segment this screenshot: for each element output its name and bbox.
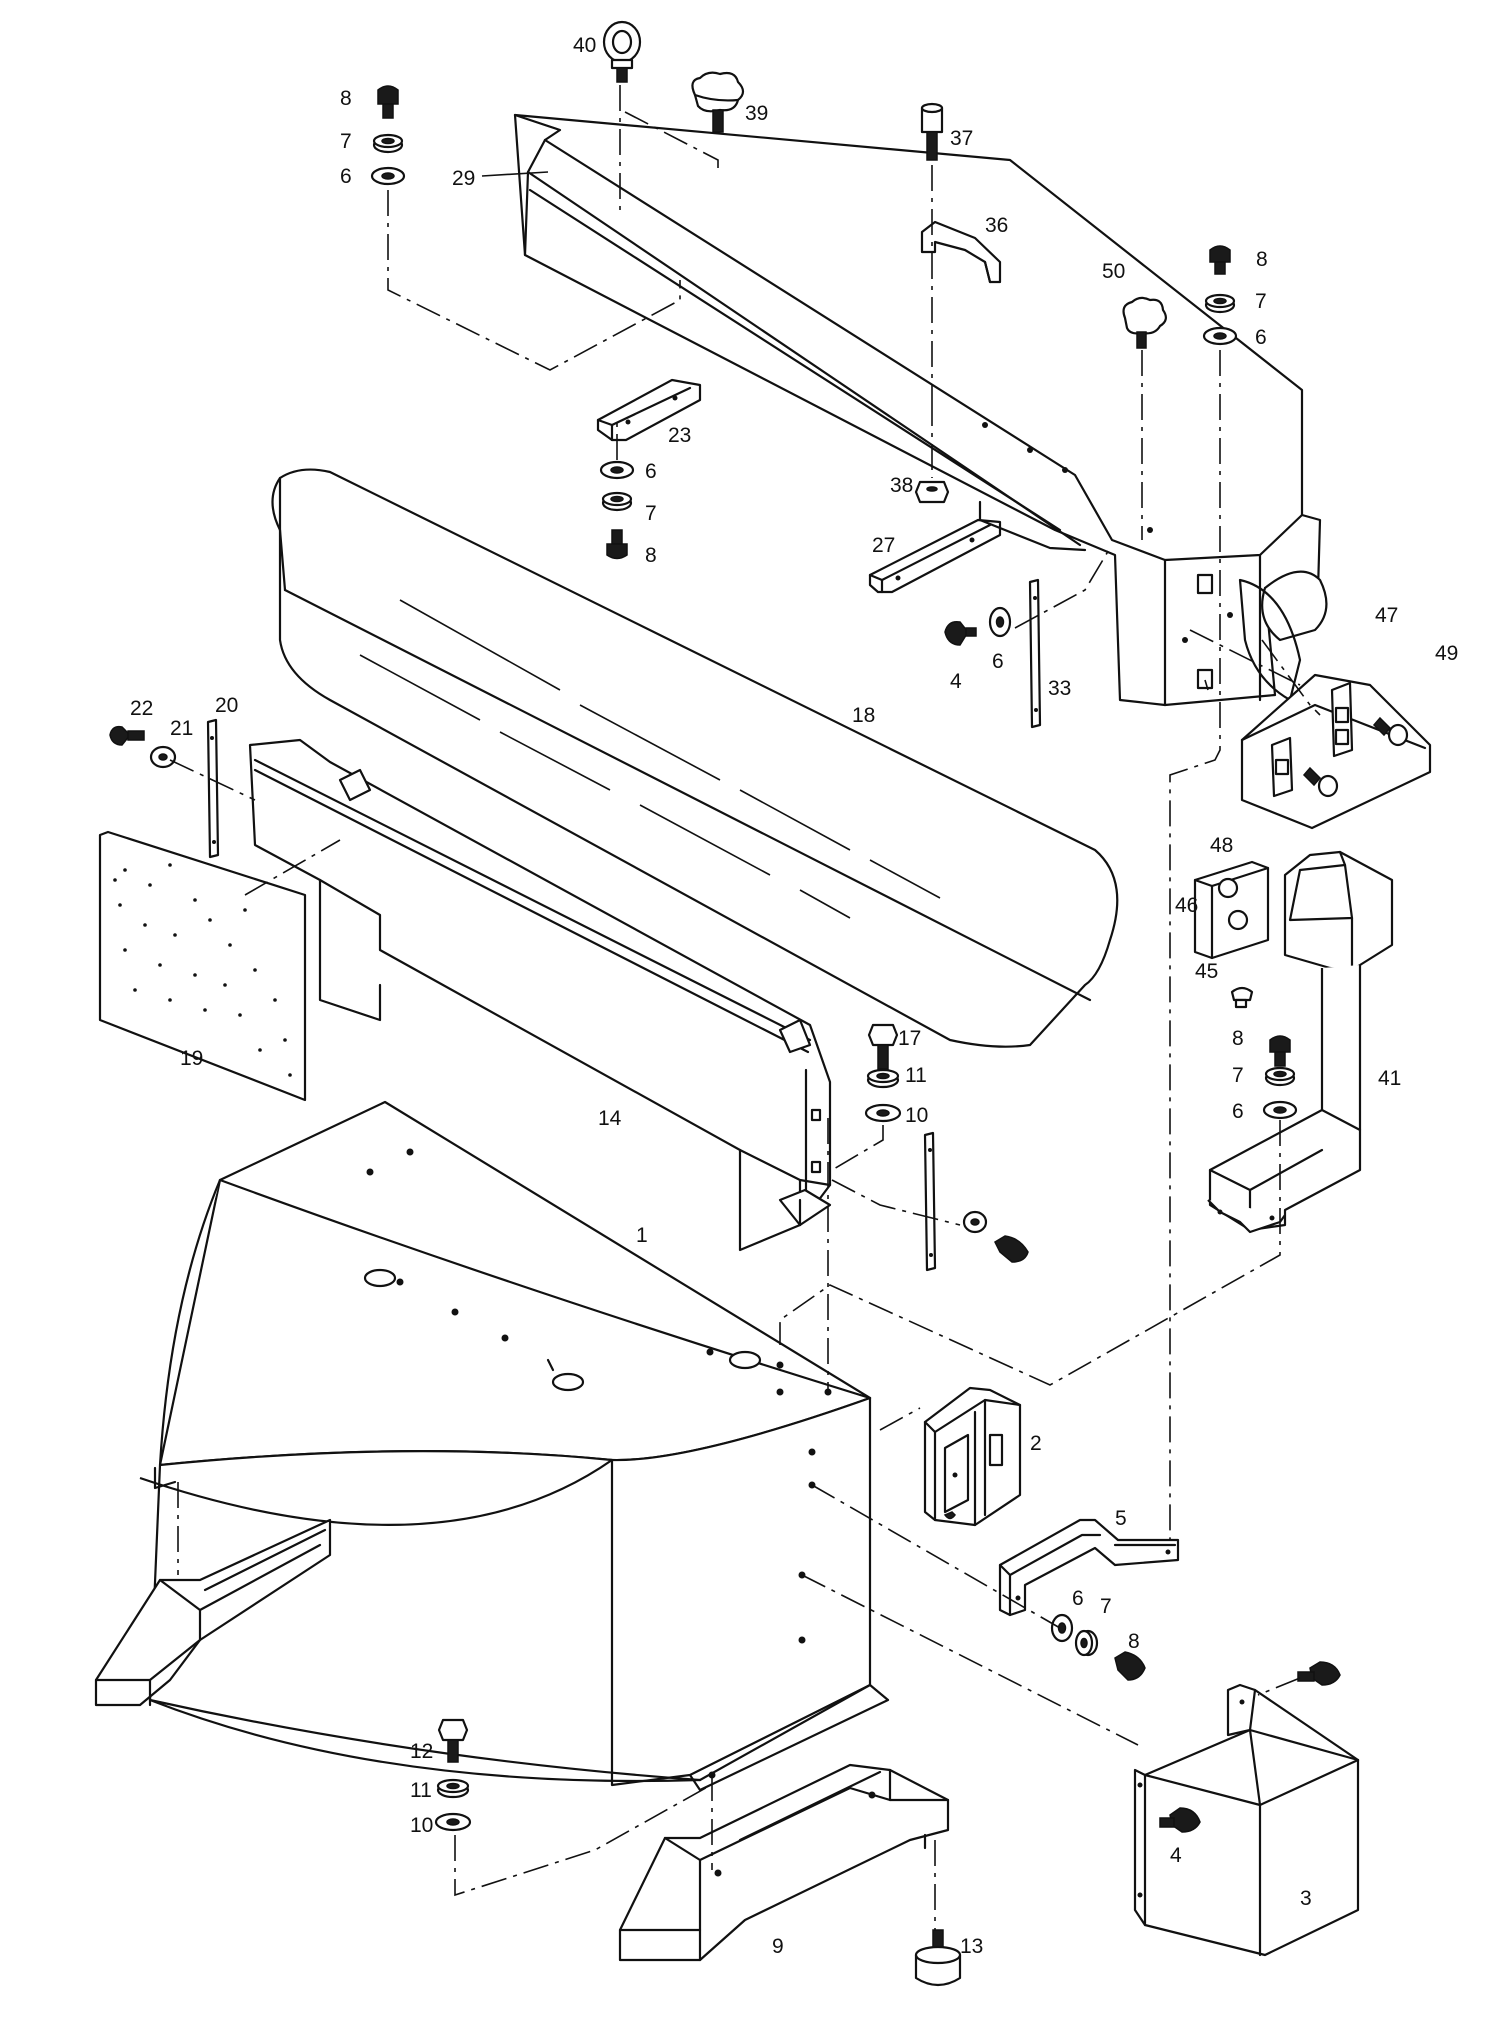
part-label: 8 [1128,1630,1140,1653]
part-label: 11 [410,1779,432,1802]
part-label: 21 [170,717,193,740]
part-label: 12 [410,1740,433,1763]
leader-lines [481,171,1209,691]
part-label: 27 [872,534,895,557]
leveling-foot-part-13 [914,1929,962,1987]
part-label: 29 [452,167,475,190]
switch-plate-part-47-48 [1240,673,1432,830]
part-label: 7 [1255,290,1267,313]
part-label: 6 [1232,1100,1244,1123]
bar-part-33 [1028,578,1042,729]
part-label: 23 [668,424,691,447]
assembly-centerlines [169,85,1321,1930]
part-label: 19 [180,1047,203,1070]
part-label: 11 [905,1064,927,1087]
part-label: 7 [1232,1064,1244,1087]
part-label: 6 [1255,326,1267,349]
part-label: 7 [645,502,657,525]
star-knob-part-50 [1122,296,1167,349]
part-label: 37 [950,127,973,150]
part-label: 6 [340,165,352,188]
part-label: 46 [1175,894,1198,917]
screw-washer-stack-right [1262,1035,1298,1120]
left-foot-rail [94,1518,332,1707]
part-label: 6 [645,460,657,483]
part-label: 6 [992,650,1004,673]
part-number-labels: 1 2 3 4 4 5 6 6 6 6 6 6 7 7 7 7 7 8 8 8 … [130,34,1458,1958]
bolt-washer-stack-part-17 [864,1023,902,1123]
part-label: 6 [1072,1587,1084,1610]
side-panel-part-14 [248,738,832,1252]
part-label: 48 [1210,834,1233,857]
part-label: 8 [1256,248,1268,271]
part-label: 49 [1435,642,1458,665]
base-cabinet-part-1 [139,1100,890,1792]
part-label: 4 [1170,1844,1182,1867]
screw-above-box-part-3 [1297,1661,1341,1686]
screw-part-22 [109,725,145,746]
housing-step-detail [978,500,1087,552]
part-label: 7 [1100,1595,1112,1618]
switch-arm-part-41 [1207,850,1394,1234]
screw-part-4-box [1159,1807,1201,1833]
part-label: 1 [636,1224,648,1247]
part-label: 18 [852,704,875,727]
bracket-part-23 [596,378,702,442]
screw-washer-left-of-33 [944,606,1012,646]
part-label: 13 [960,1935,983,1958]
nut-part-38 [914,480,950,504]
part-label: 36 [985,214,1008,237]
part-label: 17 [898,1027,921,1050]
part-label: 39 [745,102,768,125]
part-label: 10 [410,1814,433,1837]
part-label: 3 [1300,1887,1312,1910]
part-label: 4 [950,670,962,693]
cover-box-part-3 [1133,1683,1360,1957]
eye-bolt-part-40 [602,20,642,83]
part-label: 8 [340,87,352,110]
part-label: 7 [340,130,352,153]
socket-cap-screw-part-37 [920,102,944,161]
blade-guard-part-18 [271,468,1119,1048]
part-label: 22 [130,697,153,720]
part-label: 40 [573,34,596,57]
washer-screw-right-of-panel [962,1210,1029,1263]
part-label: 8 [1232,1027,1244,1050]
bar-part-20 [206,718,220,859]
bar-right-of-panel [923,1131,937,1272]
screw-washer-stack-top-left [370,85,406,186]
part-label: 5 [1115,1507,1127,1530]
screw-washer-stack-top-right [1202,245,1238,346]
switch-box-part-2 [923,1386,1022,1527]
part-label: 20 [215,694,238,717]
bracket-part-5 [998,1518,1180,1617]
part-label: 8 [645,544,657,567]
part-label: 33 [1048,677,1071,700]
washer-part-21 [149,745,177,769]
bolt-washer-stack-part-12 [434,1718,472,1832]
part-label: 38 [890,474,913,497]
washer-screw-stack-lower-right [1050,1613,1146,1681]
part-label: 47 [1375,604,1398,627]
perforated-panel-part-19 [98,830,307,1102]
part-label: 41 [1378,1067,1401,1090]
handle-part-36 [920,220,1002,284]
part-label: 45 [1195,960,1218,983]
star-knob-part-39 [691,71,745,133]
part-label: 14 [598,1107,622,1130]
part-label: 10 [905,1104,928,1127]
part-label: 50 [1102,260,1125,283]
upper-housing-part-29 [513,113,1328,707]
control-box-part-46 [1193,860,1270,960]
part-label: 2 [1030,1432,1042,1455]
right-foot-part-9 [618,1763,950,1962]
screw-part-45 [1230,986,1254,1009]
part-label: 9 [772,1935,784,1958]
washer-screw-stack-center [599,460,635,560]
